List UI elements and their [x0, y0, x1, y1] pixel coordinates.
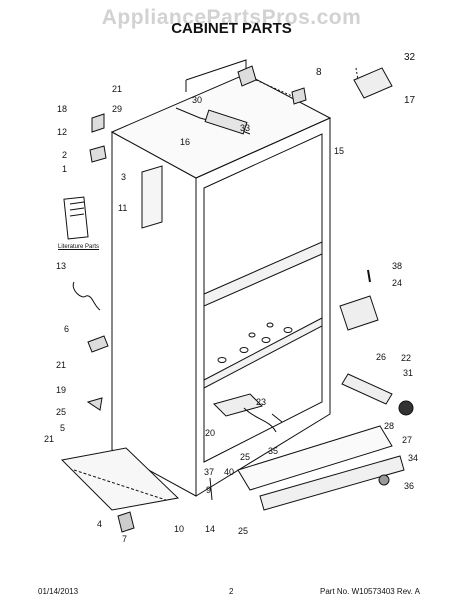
callout-8: 8 — [316, 67, 322, 78]
kickplate — [259, 455, 405, 511]
clip-6 — [87, 335, 109, 353]
callout-40: 40 — [224, 467, 235, 477]
callout-28: 28 — [384, 421, 395, 431]
callout-15: 15 — [334, 146, 345, 156]
bracket-24 — [339, 295, 379, 331]
callout-22: 22 — [401, 353, 412, 363]
footer-part-no: Part No. W10573403 Rev. A — [320, 587, 420, 596]
callout-37: 37 — [204, 467, 215, 477]
callout-19: 19 — [56, 385, 67, 395]
callout-34: 34 — [408, 453, 419, 463]
callout-29: 29 — [112, 104, 123, 114]
callout-21-top: 21 — [112, 84, 123, 94]
callout-30: 30 — [192, 95, 203, 105]
callout-11: 11 — [118, 203, 128, 213]
base-frame-5 — [60, 447, 180, 511]
callout-21-mid: 21 — [56, 360, 67, 370]
callout-7: 7 — [122, 534, 128, 544]
footer-page: 2 — [229, 587, 234, 596]
side-bracket-3 — [141, 165, 163, 229]
roller-22 — [341, 373, 393, 405]
page-title: CABINET PARTS — [171, 20, 292, 37]
tube-13 — [72, 281, 101, 311]
part-12 — [89, 145, 107, 163]
callout-16: 16 — [180, 137, 191, 147]
hinge-bracket-17 — [353, 67, 393, 99]
callout-4: 4 — [97, 519, 103, 529]
callout-5: 5 — [60, 423, 66, 433]
callout-14: 14 — [205, 524, 216, 534]
part-18 — [91, 113, 105, 133]
literature-parts-label: Literature Parts — [58, 244, 100, 250]
callout-33: 33 — [240, 123, 251, 133]
literature-parts — [63, 196, 89, 240]
cabinet-right-side — [195, 117, 331, 497]
callout-35: 35 — [268, 446, 279, 456]
watermark: AppliancePartsPros.com — [101, 6, 362, 29]
clamp-19 — [86, 397, 103, 411]
callout-20: 20 — [205, 428, 216, 438]
callout-25-left: 25 — [56, 407, 67, 417]
callout-38: 38 — [392, 261, 403, 271]
callout-2: 2 — [62, 150, 68, 160]
center-mullion — [203, 241, 323, 307]
callout-3: 3 — [121, 172, 127, 182]
callout-36: 36 — [404, 481, 415, 491]
callout-32: 32 — [404, 52, 416, 63]
callout-9: 9 — [206, 485, 212, 495]
bottom-grille — [237, 425, 393, 491]
lower-floor — [203, 317, 323, 389]
callout-18: 18 — [57, 104, 68, 114]
callout-27: 27 — [402, 435, 413, 445]
callout-12: 12 — [57, 127, 68, 137]
callout-10: 10 — [174, 524, 185, 534]
callout-25-mid: 25 — [240, 452, 251, 462]
callout-25-bottom: 25 — [238, 526, 249, 536]
roller-31 — [398, 400, 414, 416]
callout-13: 13 — [56, 261, 67, 271]
callout-24: 24 — [392, 278, 403, 288]
foot-4 — [117, 511, 135, 533]
drain-pan — [213, 393, 263, 417]
callout-23: 23 — [256, 397, 267, 407]
callout-1: 1 — [62, 164, 68, 174]
callout-31: 31 — [403, 368, 414, 378]
callout-6: 6 — [64, 324, 70, 334]
callout-17: 17 — [404, 95, 416, 106]
callout-21-low: 21 — [44, 434, 55, 444]
callout-26: 26 — [376, 352, 387, 362]
footer-date: 01/14/2013 — [38, 587, 79, 596]
